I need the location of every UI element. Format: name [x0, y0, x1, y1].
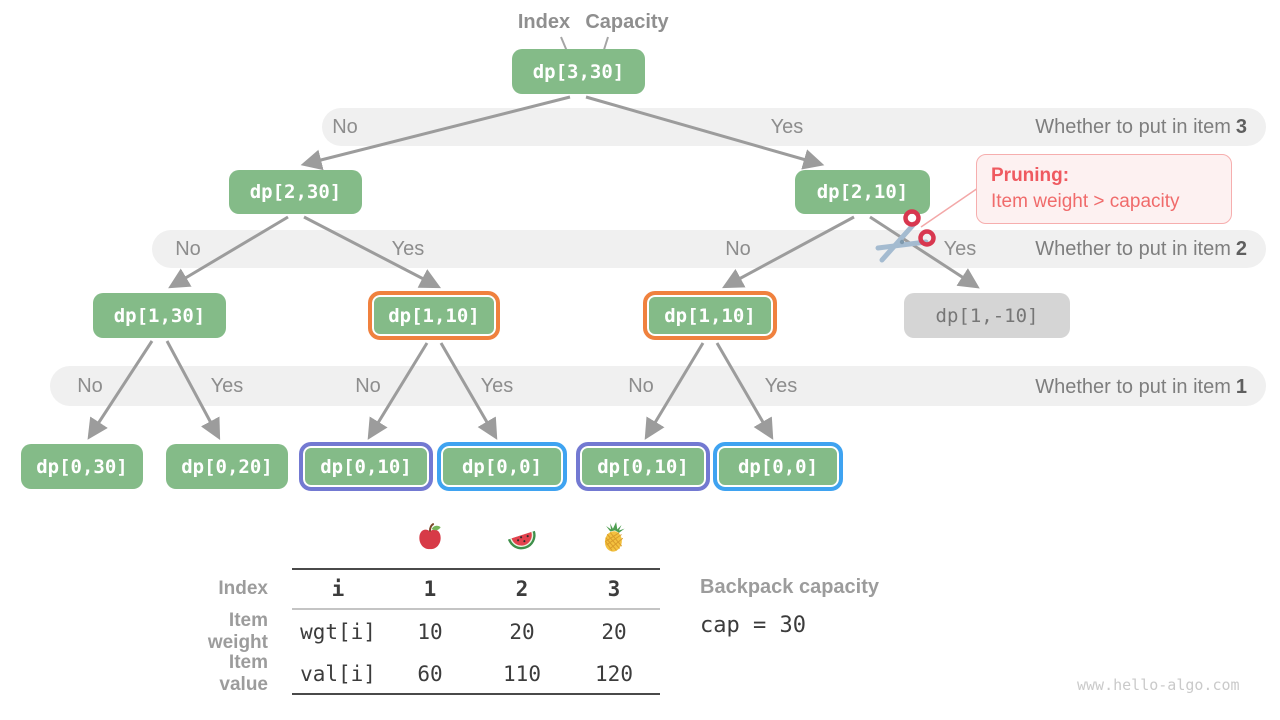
- value-cell-2: 110: [503, 662, 541, 686]
- row-header-item-weight: Item weight: [207, 610, 268, 653]
- node-dp-1-10-a: dp[1,10]: [368, 291, 500, 340]
- pruning-callout: Pruning: Item weight > capacity: [976, 154, 1232, 224]
- node-dp-1-30: dp[1,30]: [93, 293, 226, 338]
- decision-band-item-2: [152, 230, 1266, 268]
- node-dp-0-10-b: dp[0,10]: [576, 442, 710, 491]
- table-index-row: Index i 1 2 3: [180, 573, 660, 605]
- node-dp-0-10-a: dp[0,10]: [299, 442, 433, 491]
- node-dp-0-30: dp[0,30]: [21, 444, 143, 489]
- band1-no-label-3: No: [628, 375, 654, 397]
- pruning-body: Item weight > capacity: [991, 191, 1180, 212]
- row-header-index: Index: [218, 578, 268, 599]
- band2-yes-label-1: Yes: [391, 238, 425, 260]
- table-fruit-row: [180, 514, 660, 560]
- node-dp-2-10: dp[2,10]: [795, 170, 930, 214]
- value-cell-1: 60: [417, 662, 443, 686]
- value-cell-3: 120: [595, 662, 633, 686]
- index-cell-1: 1: [423, 577, 437, 601]
- weight-cell-code: wgt[i]: [300, 620, 376, 644]
- band1-yes-label-2: Yes: [480, 375, 514, 397]
- row-header-item-value: Item value: [219, 652, 268, 695]
- pineapple-icon: [604, 522, 625, 552]
- band3-item-number: 3: [1235, 116, 1247, 138]
- band3-yes-label: Yes: [770, 116, 804, 138]
- band2-no-label-1: No: [175, 238, 201, 260]
- band1-yes-label-1: Yes: [210, 375, 244, 397]
- backpack-capacity-code: cap = 30: [700, 613, 806, 638]
- index-cell-2: 2: [515, 577, 529, 601]
- apple-icon: [419, 523, 441, 550]
- decision-band-item-3: [322, 108, 1266, 146]
- band2-yes-label-2: Yes: [943, 238, 977, 260]
- node-dp-1-10-b: dp[1,10]: [643, 291, 777, 340]
- band3-question-text: Whether to put in item: [1035, 116, 1231, 138]
- weight-cell-2: 20: [509, 620, 535, 644]
- watermelon-icon: [507, 530, 536, 550]
- band2-question-text: Whether to put in item: [1035, 238, 1231, 260]
- index-cell-3: 3: [607, 577, 621, 601]
- table-rule-mid: [292, 608, 660, 610]
- band3-no-label: No: [332, 116, 358, 138]
- band1-item-number: 1: [1235, 376, 1247, 398]
- node-dp-1-neg10-pruned: dp[1,-10]: [904, 293, 1070, 338]
- index-pointer-label: Index: [517, 11, 571, 33]
- band1-no-label-2: No: [355, 375, 381, 397]
- table-rule-bottom: [292, 693, 660, 695]
- decision-band-item-1: [50, 366, 1266, 406]
- weight-cell-1: 10: [417, 620, 443, 644]
- band2-item-number: 2: [1235, 238, 1247, 260]
- node-dp-3-30: dp[3,30]: [512, 49, 645, 94]
- backpack-capacity-label: Backpack capacity: [700, 576, 880, 598]
- band1-yes-label-3: Yes: [764, 375, 798, 397]
- node-dp-0-0-a: dp[0,0]: [437, 442, 567, 491]
- band1-question-text: Whether to put in item: [1035, 376, 1231, 398]
- band1-no-label-1: No: [77, 375, 103, 397]
- band2-no-label-2: No: [725, 238, 751, 260]
- table-weight-row: Item weight wgt[i] 10 20 20: [180, 610, 660, 653]
- pruning-title: Pruning:: [991, 165, 1070, 186]
- node-dp-0-20: dp[0,20]: [166, 444, 288, 489]
- weight-cell-3: 20: [601, 620, 627, 644]
- table-value-row: Item value val[i] 60 110 120: [180, 652, 660, 695]
- table-rule-top: [292, 568, 660, 570]
- watermark: www.hello-algo.com: [1077, 676, 1240, 694]
- index-cell-i: i: [331, 577, 345, 601]
- node-dp-0-0-b: dp[0,0]: [713, 442, 843, 491]
- scissors-icon: [875, 209, 936, 263]
- value-cell-code: val[i]: [300, 662, 376, 686]
- items-table: Index i 1 2 3 Item weight wgt[i] 10 20 2…: [180, 512, 660, 702]
- node-dp-2-30: dp[2,30]: [229, 170, 362, 214]
- capacity-pointer-label: Capacity: [585, 11, 669, 33]
